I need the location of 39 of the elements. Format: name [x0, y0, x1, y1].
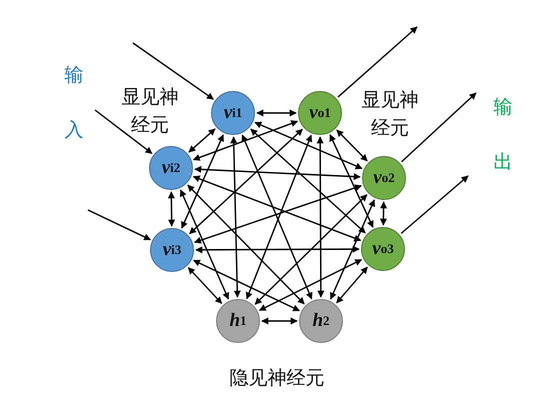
arrow — [94, 109, 152, 154]
arrow — [230, 136, 241, 298]
arrow — [380, 201, 388, 226]
arrow — [338, 26, 418, 98]
arrow — [188, 128, 216, 153]
arrow — [181, 134, 224, 229]
arrow — [132, 42, 214, 100]
output-label: 输 — [492, 95, 514, 120]
arrow — [189, 128, 303, 234]
arrow — [329, 134, 374, 228]
group-label: 隐见神经元 — [228, 366, 326, 391]
arrow — [258, 259, 362, 311]
arrow — [192, 176, 362, 242]
arrow — [187, 184, 305, 304]
arrow — [336, 266, 368, 304]
input-label: 入 — [64, 118, 84, 143]
arrow — [194, 166, 361, 180]
arrow — [180, 189, 230, 300]
arrow — [254, 194, 368, 305]
output-label: 出 — [492, 150, 514, 175]
arrow — [195, 246, 360, 254]
arrow — [316, 136, 324, 298]
arrow — [254, 122, 363, 170]
arrow — [192, 120, 298, 161]
arrow — [193, 260, 300, 312]
arrow — [188, 267, 222, 304]
input-label: 输 — [64, 63, 84, 88]
arrow — [256, 110, 297, 116]
arrow — [168, 191, 176, 227]
arrow — [330, 199, 375, 300]
arrow — [400, 175, 469, 234]
arrow — [194, 184, 362, 244]
arrow — [88, 209, 151, 240]
arrow — [261, 318, 298, 324]
group-label: 显见神经元 — [360, 88, 420, 141]
group-label: 显见神经元 — [120, 85, 180, 138]
arrow — [401, 92, 477, 162]
arrow — [250, 128, 366, 234]
arrow — [336, 130, 368, 162]
